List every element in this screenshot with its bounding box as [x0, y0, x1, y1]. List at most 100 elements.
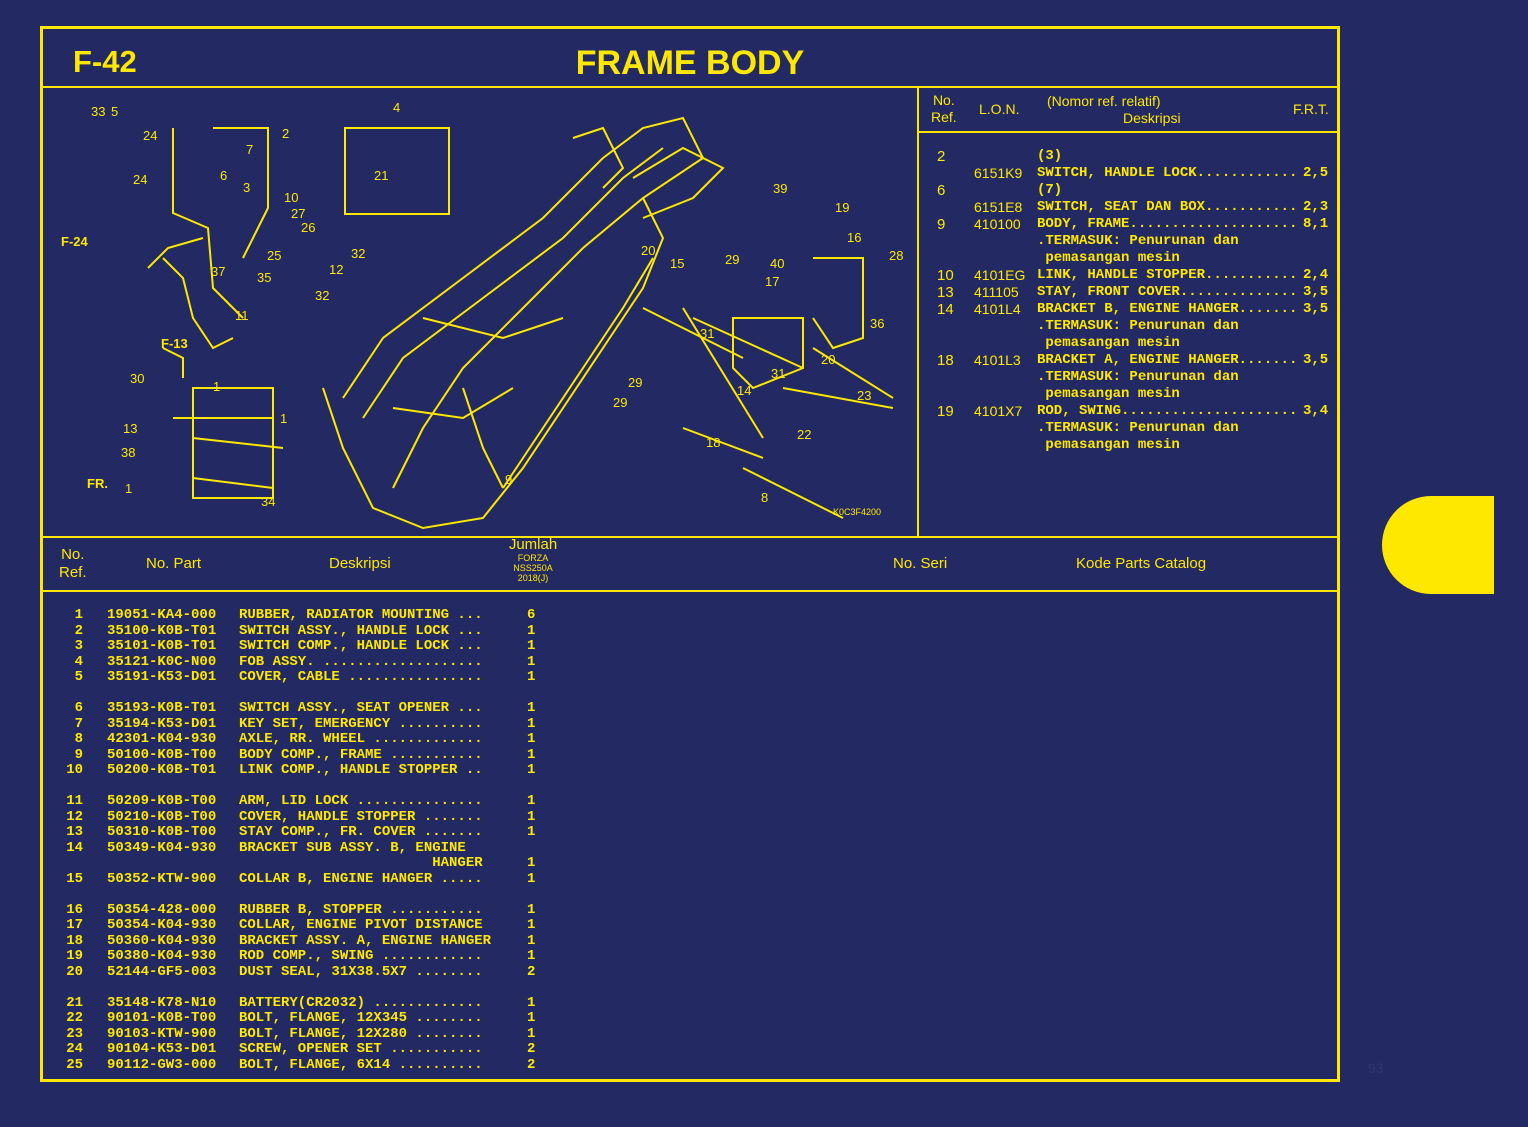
part-number: 50352-KTW-900 — [107, 870, 217, 887]
part-description: HANGER — [239, 855, 483, 871]
part-ref: 6 — [74, 700, 83, 716]
part-quantity: 1 — [527, 870, 536, 887]
ref-desc: LINK, HANDLE STOPPER........... — [1037, 267, 1298, 283]
ref-lon: 6151E8 — [974, 199, 1023, 215]
part-description: SWITCH COMP., HANDLE LOCK ... — [239, 638, 483, 654]
model-name: FORZA — [517, 553, 549, 563]
part-description: SWITCH ASSY., SEAT OPENER ... — [239, 700, 483, 716]
diagram-callout-label: 3 — [243, 180, 250, 195]
section-tab[interactable] — [1382, 496, 1494, 594]
part-ref: 10 — [66, 762, 83, 778]
diagram-callout-label: 1 — [213, 379, 220, 394]
ref-table-row: pemasangan mesin — [919, 437, 1337, 454]
part-quantity: 1 — [527, 808, 536, 825]
ref-desc: ROD, SWING..................... — [1037, 403, 1298, 419]
parts-col-deskripsi: Deskripsi — [329, 555, 391, 572]
part-number: 50380-K04-930 — [107, 948, 217, 964]
part-quantity: 1 — [527, 746, 536, 763]
diagram-callout-label: 29 — [613, 395, 627, 410]
part-ref: 13 — [66, 824, 83, 840]
ref-desc: STAY, FRONT COVER.............. — [1037, 284, 1298, 300]
ref-col-desc-top: (Nomor ref. relatif) — [1047, 93, 1161, 109]
ref-lon: 4101EG — [974, 267, 1026, 283]
parts-col-no-part: No. Part — [146, 555, 202, 572]
diagram-callout-label: 30 — [130, 371, 144, 386]
part-description: STAY COMP., FR. COVER ....... — [239, 824, 483, 840]
diagram-callout-label: 33 — [91, 104, 105, 119]
diagram-callout-label: 35 — [257, 270, 271, 285]
diagram-callout-label: 40 — [770, 256, 784, 271]
part-description: SWITCH ASSY., HANDLE LOCK ... — [239, 622, 483, 639]
ref-desc: .TERMASUK: Penurunan dan — [1037, 420, 1239, 436]
part-quantity: 2 — [527, 1056, 536, 1073]
diagram-divider — [917, 86, 919, 536]
part-quantity: 1 — [527, 715, 536, 732]
part-number: 90103-KTW-900 — [107, 1025, 217, 1042]
ref-desc: BODY, FRAME.................... — [1037, 216, 1298, 232]
catalog-page-frame: F-42 FRAME BODY — [40, 26, 1340, 1082]
part-number: 35100-K0B-T01 — [107, 622, 217, 639]
ref-desc: .TERMASUK: Penurunan dan — [1037, 318, 1239, 334]
part-ref: 1 — [74, 607, 83, 623]
part-ref: 4 — [74, 653, 83, 670]
ref-table-row: .TERMASUK: Penurunan dan — [919, 420, 1337, 437]
part-description: BOLT, FLANGE, 12X280 ........ — [239, 1025, 483, 1042]
part-description: BOLT, FLANGE, 12X345 ........ — [239, 1010, 483, 1026]
diagram-callout-label: 19 — [835, 200, 849, 215]
part-description: COLLAR B, ENGINE HANGER ..... — [239, 870, 483, 887]
diagram-callout-label: 32 — [315, 288, 329, 303]
part-ref: 8 — [74, 731, 83, 747]
ref-desc: pemasangan mesin — [1037, 437, 1180, 453]
diagram-callout-label: 24 — [143, 128, 157, 143]
part-quantity: 6 — [527, 607, 536, 623]
diagram-callout-label: 36 — [870, 316, 884, 331]
ref-frt: 3,5 — [1303, 284, 1329, 300]
diagram-callout-label: 31 — [771, 366, 785, 381]
part-number: 35148-K78-N10 — [107, 994, 217, 1011]
ref-desc: pemasangan mesin — [1037, 335, 1180, 351]
ref-table-row: .TERMASUK: Penurunan dan — [919, 369, 1337, 386]
part-ref: 18 — [66, 932, 83, 949]
diagram-callout-label: F-24 — [61, 234, 89, 249]
diagram-callout-label: 8 — [761, 490, 768, 505]
parts-col-no-ref: No. Ref. — [59, 546, 87, 581]
part-description: BODY COMP., FRAME ........... — [239, 746, 483, 763]
header-divider — [43, 86, 1337, 88]
diagram-callout-label: 39 — [773, 181, 787, 196]
part-number: 90101-K0B-T00 — [107, 1010, 217, 1026]
ref-desc: pemasangan mesin — [1037, 250, 1180, 266]
ref-desc: BRACKET A, ENGINE HANGER....... — [1037, 352, 1298, 368]
diagram-callout-label: 6 — [220, 168, 227, 183]
parts-col-kode: Kode Parts Catalog — [1076, 555, 1207, 572]
part-number: 90104-K53-D01 — [107, 1041, 217, 1057]
part-description: LINK COMP., HANDLE STOPPER .. — [239, 762, 483, 778]
part-number: 50349-K04-930 — [107, 839, 217, 856]
ref-frt: 2,3 — [1303, 199, 1329, 215]
ref-col-no-ref: No. Ref. — [931, 92, 957, 125]
part-quantity: 2 — [527, 1041, 536, 1057]
diagram-callout-label: 15 — [670, 256, 684, 271]
diagram-callout-label: 17 — [765, 274, 779, 289]
ref-table-row: pemasangan mesin — [919, 250, 1337, 267]
ref-no: 2 — [937, 148, 946, 165]
ref-lon: 6151K9 — [974, 165, 1023, 181]
part-ref: 22 — [66, 1010, 83, 1026]
ref-desc: .TERMASUK: Penurunan dan — [1037, 233, 1239, 249]
part-description: AXLE, RR. WHEEL ............. — [239, 731, 483, 747]
diagram-callout-label: 23 — [857, 388, 871, 403]
part-description: KEY SET, EMERGENCY .......... — [239, 715, 483, 732]
part-number: 19051-KA4-000 — [107, 607, 217, 623]
part-number: 52144-GF5-003 — [107, 963, 217, 980]
diagram-callout-label: 29 — [725, 252, 739, 267]
part-number: 35193-K0B-T01 — [107, 700, 217, 716]
page-number: 93 — [1368, 1060, 1384, 1076]
